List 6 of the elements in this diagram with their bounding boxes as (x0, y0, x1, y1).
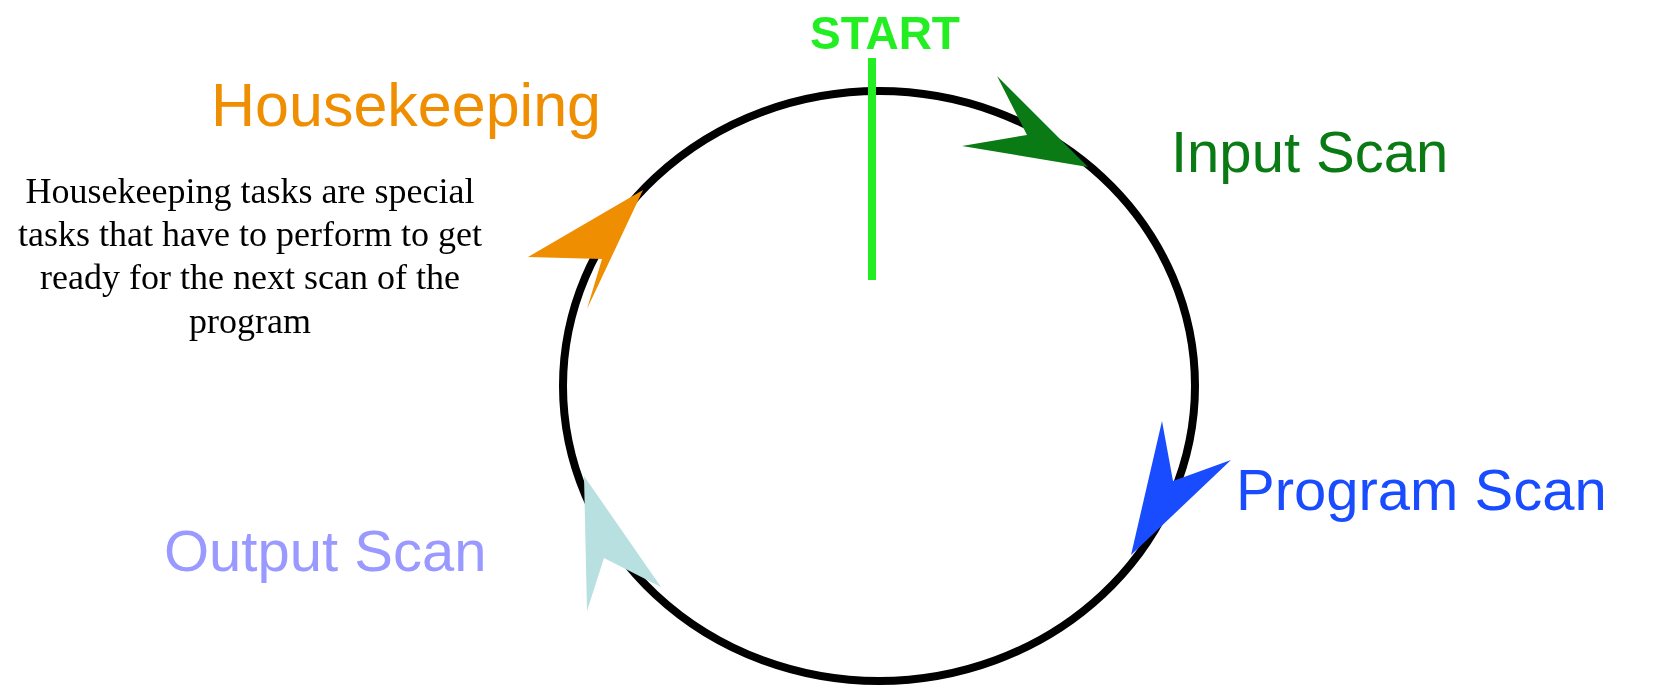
start-label: START (810, 8, 960, 59)
phase-label: Program Scan (1236, 458, 1607, 522)
phase-label: Input Scan (1171, 120, 1449, 184)
phase-label: Output Scan (164, 519, 487, 583)
phase-label: Housekeeping (211, 72, 601, 140)
description-text: Housekeeping tasks are special tasks that have to perform to get ready for the next scan of the program (17, 170, 483, 343)
